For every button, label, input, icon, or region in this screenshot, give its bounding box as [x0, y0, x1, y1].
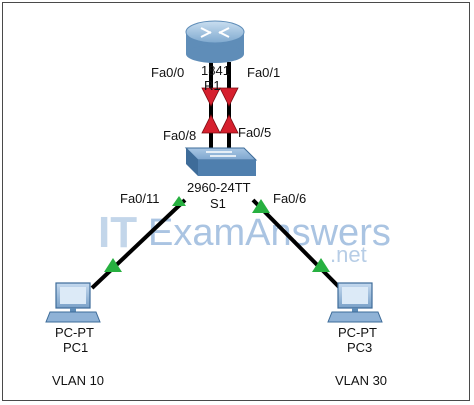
- pc1-device[interactable]: [45, 282, 101, 323]
- link-down-indicator-fa05-s1: [219, 114, 239, 134]
- pc3-type-label: PC-PT: [338, 325, 377, 340]
- link-down-indicator-fa00-r1: [201, 87, 221, 107]
- watermark-net-text: .net: [330, 242, 367, 267]
- router-name-label: R1: [204, 78, 221, 93]
- link-up-indicator-pc1: [104, 258, 122, 272]
- pc3-device[interactable]: [327, 282, 383, 323]
- switch-name-label: S1: [210, 196, 226, 211]
- pc3-name-label: PC3: [347, 340, 372, 355]
- link-down-indicator-fa01-r1: [219, 87, 239, 107]
- link-s1-pc1[interactable]: [90, 198, 187, 290]
- pc1-type-label: PC-PT: [55, 325, 94, 340]
- port-label-s1-fa06: Fa0/6: [273, 191, 306, 206]
- link-up-indicator-pc3: [312, 258, 330, 272]
- port-label-s1-fa08: Fa0/8: [163, 128, 196, 143]
- link-up-indicator-fa011-s1: [172, 196, 186, 206]
- port-label-r1-fa00: Fa0/0: [151, 65, 184, 80]
- link-up-indicator-fa06-s1: [252, 199, 270, 213]
- port-label-r1-fa01: Fa0/1: [247, 65, 280, 80]
- router-r1[interactable]: [185, 20, 245, 63]
- switch-model-label: 2960-24TT: [187, 180, 251, 195]
- switch-s1[interactable]: [184, 147, 258, 176]
- link-down-indicator-fa08-s1: [201, 114, 221, 134]
- router-model-label: 1841: [201, 63, 230, 78]
- watermark: IT ExamAnswers .net: [98, 208, 391, 267]
- port-label-s1-fa05: Fa0/5: [238, 125, 271, 140]
- link-s1-pc3[interactable]: [251, 198, 342, 290]
- router-arrows-icon: [200, 27, 230, 38]
- diagram-frame: [2, 2, 470, 401]
- pc3-vlan-label: VLAN 30: [335, 373, 387, 388]
- pc1-name-label: PC1: [63, 340, 88, 355]
- port-label-s1-fa011: Fa0/11: [120, 191, 160, 206]
- pc1-vlan-label: VLAN 10: [52, 373, 104, 388]
- switch-arrows-icon: [206, 151, 236, 157]
